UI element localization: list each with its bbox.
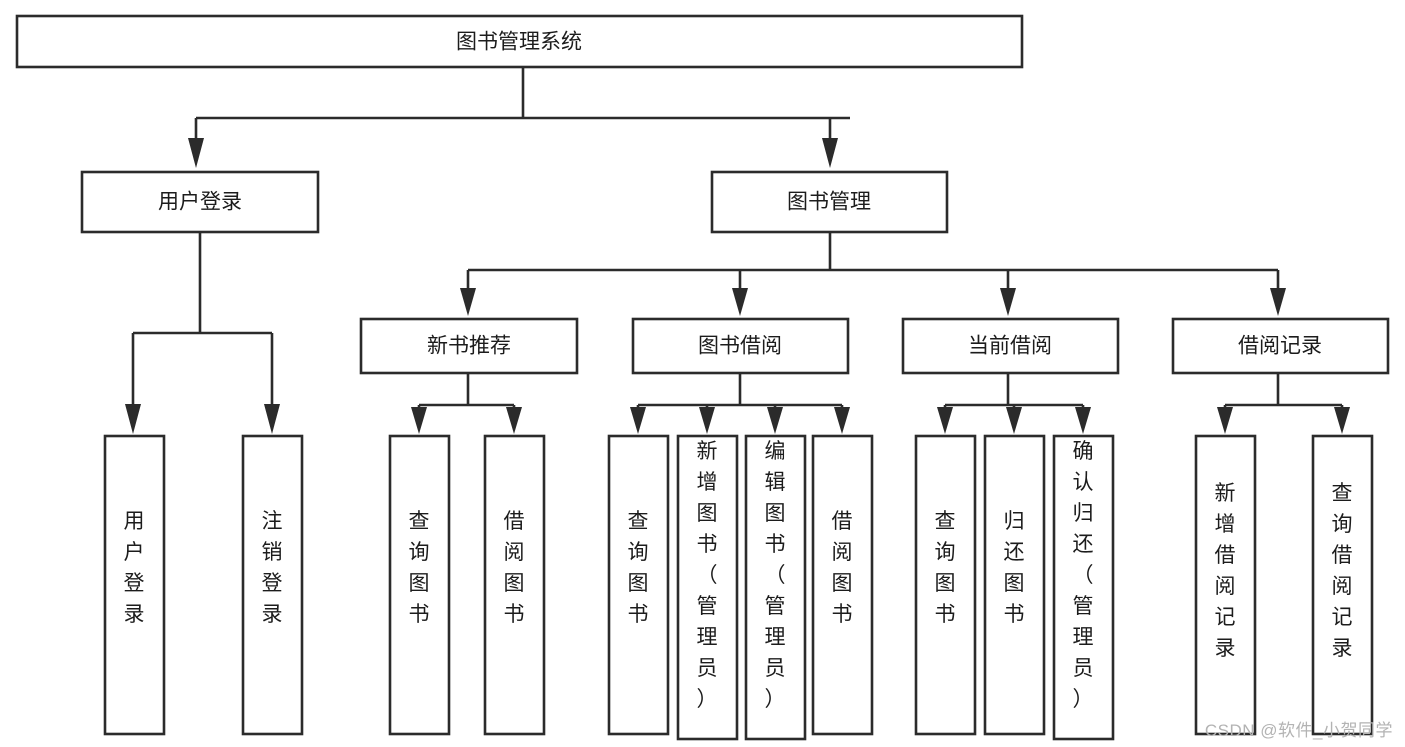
arrowhead-leaf-query-book-3 [937, 407, 953, 434]
node-user-login-box[interactable] [80, 170, 320, 234]
node-leaf-borrow-book-1[interactable]: 借阅图书 [483, 434, 546, 736]
arrowhead-leaf-query-record [1334, 407, 1350, 434]
node-root[interactable]: 图书管理系统 [15, 14, 1024, 69]
node-leaf-borrow-book-1-box[interactable] [483, 434, 546, 736]
node-leaf-confirm-return-box[interactable] [1052, 434, 1115, 741]
node-leaf-user-login-box[interactable] [103, 434, 166, 736]
node-book-borrow-label: 图书借阅 [698, 335, 782, 358]
node-leaf-borrow-book-2[interactable]: 借阅图书 [811, 434, 874, 736]
node-leaf-edit-book[interactable]: 编辑图书（管理员） [744, 434, 807, 741]
connector-group-new-book-rec [411, 373, 522, 434]
node-leaf-query-book-2-label: 查询图书 [628, 510, 649, 626]
node-leaf-add-record-box[interactable] [1194, 434, 1257, 736]
node-leaf-query-record-box[interactable] [1311, 434, 1374, 736]
node-leaf-return-book[interactable]: 归还图书 [983, 434, 1046, 736]
connector-group-book-borrow [630, 373, 850, 434]
node-leaf-user-login[interactable]: 用户登录 [103, 434, 166, 736]
node-leaf-query-book-1[interactable]: 查询图书 [388, 434, 451, 736]
arrowhead-borrow-record [1270, 288, 1286, 316]
node-book-borrow-box[interactable] [631, 317, 850, 375]
node-leaf-user-logout-box[interactable] [241, 434, 304, 736]
node-leaf-query-book-2[interactable]: 查询图书 [607, 434, 670, 736]
connector-group-root [188, 67, 850, 168]
node-leaf-query-book-3-box[interactable] [914, 434, 977, 736]
node-leaf-user-logout[interactable]: 注销登录 [241, 434, 304, 736]
arrowhead-leaf-add-record [1217, 407, 1233, 434]
arrowhead-leaf-user-login [125, 404, 141, 434]
node-new-book-rec-box[interactable] [359, 317, 579, 375]
node-leaf-query-book-3[interactable]: 查询图书 [914, 434, 977, 736]
arrowhead-book-borrow [732, 288, 748, 316]
arrowhead-book-manage [822, 138, 838, 168]
arrowhead-leaf-add-book [699, 407, 715, 434]
node-borrow-record-label: 借阅记录 [1238, 335, 1322, 358]
connector-group-borrow-record [1217, 373, 1350, 434]
node-leaf-add-book-label: 新增图书（管理员） [697, 440, 718, 711]
node-leaf-confirm-return-label: 确认归还（管理员） [1073, 440, 1094, 711]
connector-group-current-borrow [937, 373, 1091, 434]
node-new-book-rec-label: 新书推荐 [427, 335, 511, 358]
arrowhead-leaf-user-logout [264, 404, 280, 434]
arrowhead-current-borrow [1000, 288, 1016, 316]
node-user-login[interactable]: 用户登录 [80, 170, 320, 234]
node-current-borrow[interactable]: 当前借阅 [901, 317, 1120, 375]
arrowhead-leaf-confirm-return [1075, 407, 1091, 434]
node-leaf-add-book-box[interactable] [676, 434, 739, 741]
node-book-borrow[interactable]: 图书借阅 [631, 317, 850, 375]
connector-group-book-manage [460, 232, 1286, 316]
node-borrow-record-box[interactable] [1171, 317, 1390, 375]
node-leaf-add-record-label: 新增借阅记录 [1215, 482, 1236, 660]
node-new-book-rec[interactable]: 新书推荐 [359, 317, 579, 375]
node-leaf-borrow-book-2-box[interactable] [811, 434, 874, 736]
node-leaf-return-book-label: 归还图书 [1004, 510, 1025, 626]
node-leaf-query-book-2-box[interactable] [607, 434, 670, 736]
node-book-manage-box[interactable] [710, 170, 949, 234]
node-leaf-query-book-1-box[interactable] [388, 434, 451, 736]
node-book-manage-label: 图书管理 [787, 191, 871, 214]
node-leaf-edit-book-box[interactable] [744, 434, 807, 741]
arrowhead-leaf-query-book-2 [630, 407, 646, 434]
node-root-box[interactable] [15, 14, 1024, 69]
node-borrow-record[interactable]: 借阅记录 [1171, 317, 1390, 375]
node-leaf-borrow-book-2-label: 借阅图书 [832, 510, 853, 626]
node-leaf-query-book-3-label: 查询图书 [935, 510, 956, 626]
node-book-manage[interactable]: 图书管理 [710, 170, 949, 234]
arrowhead-leaf-borrow-book-1 [506, 407, 522, 434]
node-leaf-query-record-label: 查询借阅记录 [1332, 482, 1353, 660]
node-current-borrow-label: 当前借阅 [968, 335, 1052, 358]
arrowhead-new-book-rec [460, 288, 476, 316]
node-leaf-query-record[interactable]: 查询借阅记录 [1311, 434, 1374, 736]
connector-group-user-login [125, 232, 280, 434]
node-leaf-query-book-1-label: 查询图书 [409, 510, 430, 626]
node-root-label: 图书管理系统 [456, 31, 582, 54]
arrowhead-leaf-query-book-1 [411, 407, 427, 434]
node-leaf-user-logout-label: 注销登录 [262, 510, 283, 626]
arrowhead-user-login [188, 138, 204, 168]
node-leaf-add-book[interactable]: 新增图书（管理员） [676, 434, 739, 741]
node-leaf-add-record[interactable]: 新增借阅记录 [1194, 434, 1257, 736]
node-leaf-borrow-book-1-label: 借阅图书 [504, 510, 525, 626]
node-user-login-label: 用户登录 [158, 191, 242, 214]
arrowhead-leaf-borrow-book-2 [834, 407, 850, 434]
arrowhead-leaf-return-book [1006, 407, 1022, 434]
node-leaf-confirm-return[interactable]: 确认归还（管理员） [1052, 434, 1115, 741]
node-leaf-return-book-box[interactable] [983, 434, 1046, 736]
arrowhead-leaf-edit-book [767, 407, 783, 434]
node-leaf-edit-book-label: 编辑图书（管理员） [765, 440, 786, 711]
node-leaf-user-login-label: 用户登录 [124, 510, 145, 626]
node-current-borrow-box[interactable] [901, 317, 1120, 375]
